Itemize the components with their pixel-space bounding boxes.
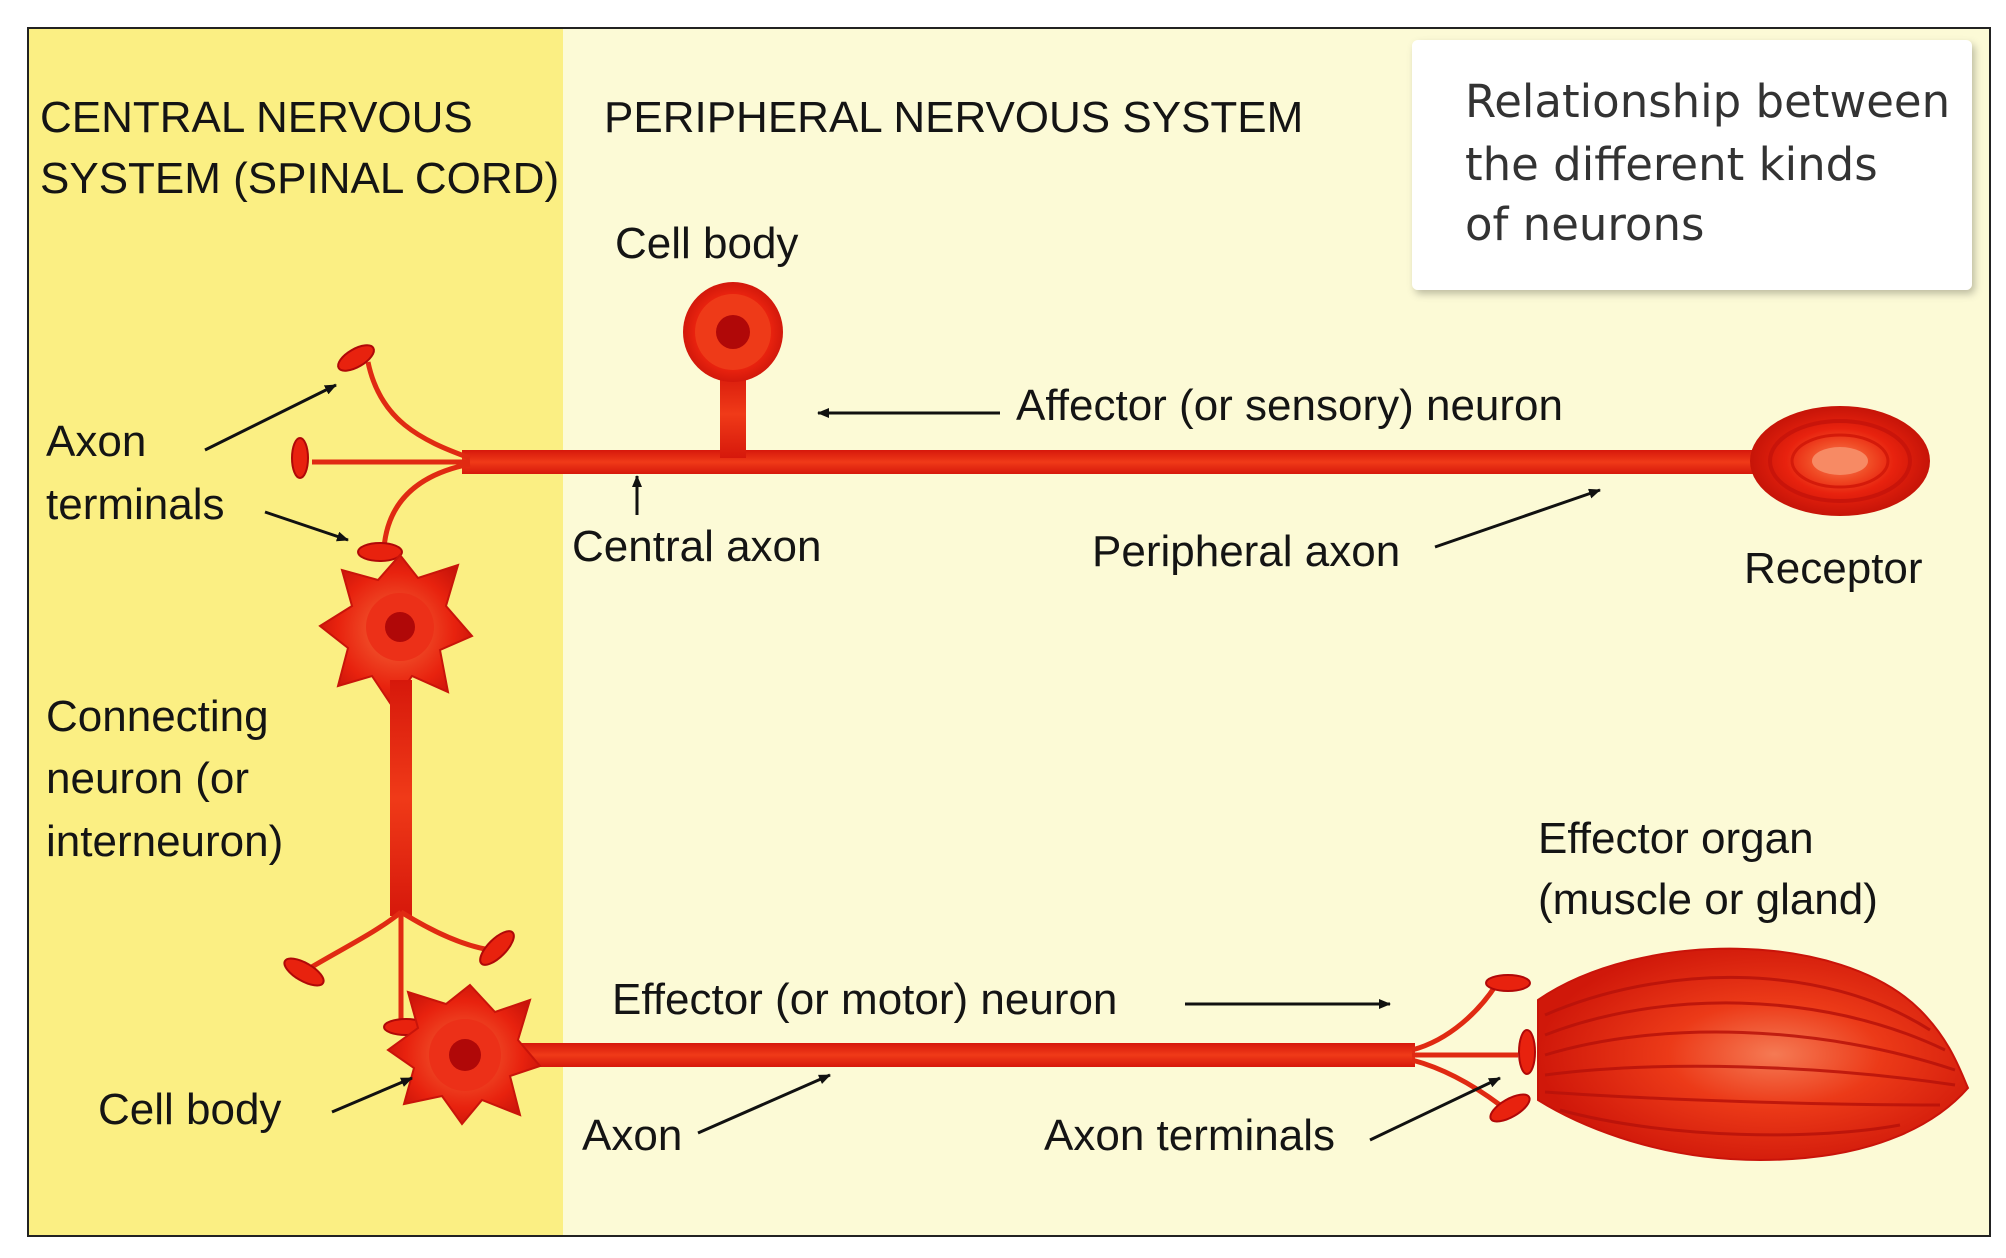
interneuron-terminals bbox=[308, 909, 491, 1024]
pns-heading: PERIPHERAL NERVOUS SYSTEM bbox=[604, 93, 1303, 142]
title-line3: of neurons bbox=[1465, 198, 1704, 251]
terminal-knob bbox=[1489, 1093, 1531, 1123]
label-effector-neuron: Effector (or motor) neuron bbox=[612, 975, 1117, 1024]
sensory-stalk bbox=[720, 370, 746, 458]
sensory-cell-body bbox=[683, 282, 783, 382]
effector-organ-muscle bbox=[1537, 947, 1970, 1162]
label-affector-neuron: Affector (or sensory) neuron bbox=[1016, 381, 1563, 430]
label-connecting-1: Connecting bbox=[46, 692, 269, 741]
motor-axon-terminals bbox=[1411, 983, 1518, 1108]
label-effector-organ-1: Effector organ bbox=[1538, 814, 1814, 863]
label-connecting-2: neuron (or bbox=[46, 754, 249, 803]
interneuron bbox=[283, 553, 515, 1036]
label-axon-terminals-left-1: Axon bbox=[46, 417, 146, 466]
motor-axon bbox=[500, 1043, 1415, 1067]
arrow-cell-body-bottom bbox=[331, 1076, 413, 1114]
label-peripheral-axon: Peripheral axon bbox=[1092, 527, 1400, 576]
arrow-peripheral-axon bbox=[1434, 488, 1601, 549]
interneuron-nucleus bbox=[385, 612, 415, 642]
label-connecting-3: interneuron) bbox=[46, 817, 283, 866]
labels: Cell body Affector (or sensory) neuron A… bbox=[46, 219, 1923, 1160]
label-effector-organ-2: (muscle or gland) bbox=[1538, 875, 1878, 924]
arrow-axon-bottom bbox=[697, 1073, 831, 1135]
motor-nucleus bbox=[449, 1039, 481, 1071]
motor-neuron bbox=[386, 974, 1536, 1126]
label-receptor: Receptor bbox=[1744, 544, 1923, 593]
interneuron-axon bbox=[390, 680, 412, 916]
title-card: Relationship between the different kinds… bbox=[1412, 40, 1972, 290]
terminal-knob bbox=[1485, 974, 1531, 992]
cns-heading-line2: SYSTEM (SPINAL CORD) bbox=[40, 154, 559, 203]
sensory-axon bbox=[462, 450, 1762, 474]
title-line2: the different kinds bbox=[1465, 138, 1878, 191]
label-cell-body-bottom: Cell body bbox=[98, 1085, 281, 1134]
terminal-knob bbox=[291, 437, 309, 479]
terminal-knob bbox=[337, 344, 375, 372]
terminal-knob bbox=[357, 542, 403, 562]
sensory-neuron bbox=[291, 282, 1930, 562]
terminal-knob bbox=[479, 930, 515, 966]
label-cell-body-top: Cell body bbox=[615, 219, 798, 268]
label-axon-terminals-bottom: Axon terminals bbox=[1044, 1111, 1335, 1160]
arrow-axon-terminals-bottom bbox=[264, 510, 349, 542]
title-line1: Relationship between bbox=[1465, 75, 1950, 128]
arrow-axon-terminals-bottom-right bbox=[1369, 1076, 1501, 1142]
receptor bbox=[1750, 406, 1930, 516]
label-axon-bottom: Axon bbox=[582, 1111, 682, 1160]
terminal-knob bbox=[1518, 1029, 1536, 1075]
terminal-knob bbox=[283, 957, 325, 987]
sensory-nucleus bbox=[716, 315, 750, 349]
label-axon-terminals-left-2: terminals bbox=[46, 480, 225, 529]
arrow-axon-terminals-top bbox=[204, 383, 337, 452]
cns-heading-line1: CENTRAL NERVOUS bbox=[40, 93, 473, 142]
label-central-axon: Central axon bbox=[572, 522, 821, 571]
annotation-arrows bbox=[204, 383, 1601, 1142]
sensory-axon-terminals bbox=[312, 361, 471, 549]
